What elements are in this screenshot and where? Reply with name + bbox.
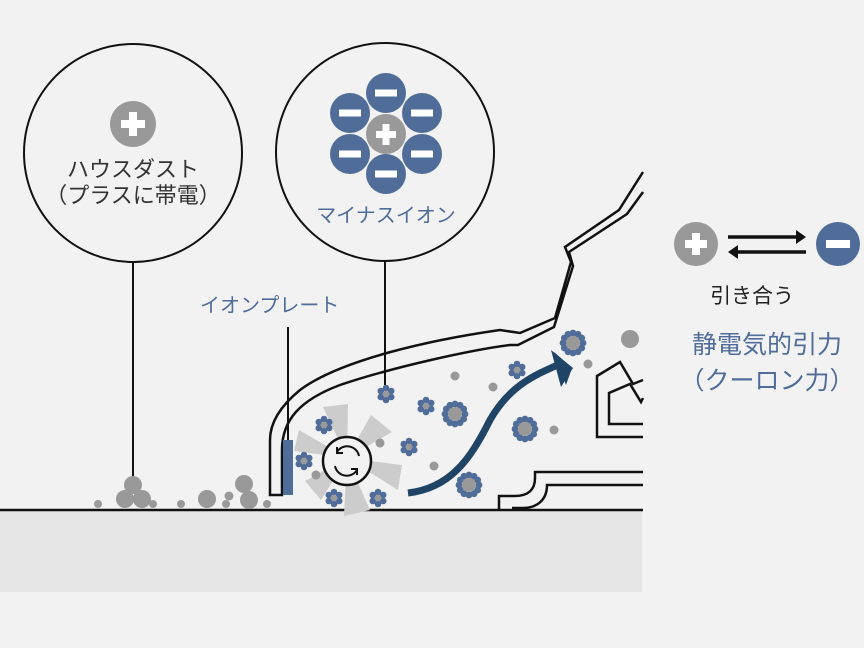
- legend-minus-charge-icon: [816, 222, 860, 266]
- ion-plate: [283, 327, 293, 495]
- minus-ion-label: マイナスイオン: [316, 203, 456, 227]
- airflow-arrow-icon: [407, 350, 573, 497]
- house-dust-callout: [23, 43, 243, 480]
- attract-label: 引き合う: [710, 284, 794, 308]
- rotating-brush: [294, 404, 402, 516]
- plus-charge-icon: [110, 101, 156, 147]
- minus-ion-callout: [275, 42, 495, 385]
- house-dust-title: ハウスダスト: [66, 158, 199, 183]
- cleaner-head-outline: [268, 171, 645, 510]
- rotate-icon: [334, 445, 360, 477]
- bidirectional-arrows-icon: [728, 230, 806, 259]
- coulomb-force-title: 静電気的引力: [691, 330, 842, 359]
- legend-plus-charge-icon: [674, 222, 718, 266]
- coulomb-force-label: 静電気的引力 （クーロン力）: [672, 327, 862, 400]
- house-dust-subtitle: （プラスに帯電）: [45, 184, 221, 210]
- coulomb-force-subtitle: （クーロン力）: [679, 366, 855, 396]
- ion-plate-label: イオンプレート: [200, 293, 340, 317]
- house-dust-label: ハウスダスト （プラスに帯電）: [31, 158, 235, 211]
- ion-cluster-icon: [330, 73, 442, 194]
- floor: [0, 508, 643, 592]
- house-dust-particles: [94, 330, 639, 509]
